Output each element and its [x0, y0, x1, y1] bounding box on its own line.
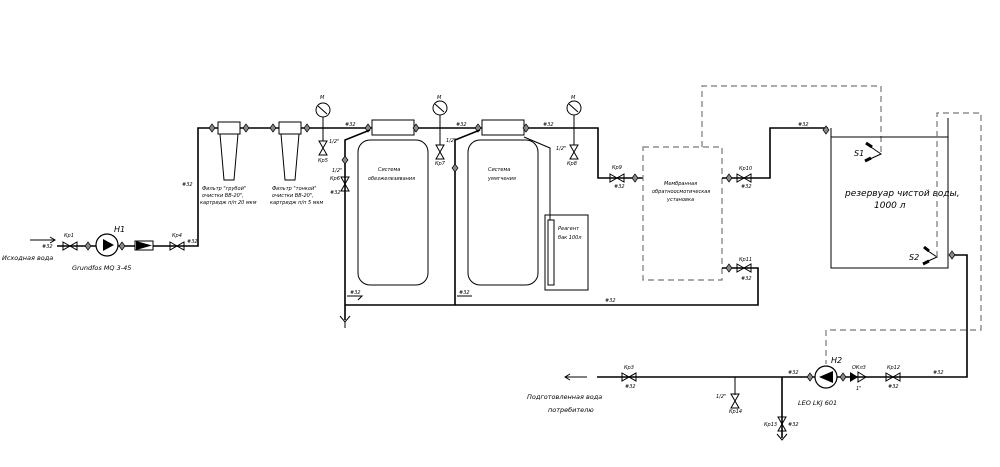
svg-text:М: М [437, 95, 442, 101]
gauge-1: М 1/2" Кр5 [315, 95, 339, 164]
filter-coarse [208, 121, 250, 181]
svg-text:резервуар чистой воды,: резервуар чистой воды, [844, 189, 960, 199]
valve-kr14[interactable] [730, 393, 740, 409]
inlet: #32 Исходная вода [2, 236, 56, 262]
drain-icon [339, 315, 351, 328]
svg-text:Фильтр "тонкой": Фильтр "тонкой" [272, 186, 317, 192]
svg-text:Кр7: Кр7 [435, 161, 446, 167]
inlet-label: Исходная вода [2, 254, 53, 262]
check-valve-h1 [134, 240, 154, 251]
svg-text:#32: #32 [741, 276, 752, 282]
svg-text:Кр9: Кр9 [612, 165, 622, 171]
svg-text:Кр1: Кр1 [64, 233, 74, 239]
svg-text:картридж п/п 20 мкм: картридж п/п 20 мкм [200, 200, 257, 206]
svg-text:1000 л: 1000 л [874, 201, 906, 211]
svg-text:#32: #32 [605, 298, 616, 304]
svg-text:#32: #32 [888, 384, 899, 390]
svg-text:#32: #32 [459, 290, 470, 296]
svg-text:Кр6: Кр6 [330, 176, 340, 182]
svg-text:ОКл3: ОКл3 [852, 365, 866, 371]
svg-text:Фильтр "грубой": Фильтр "грубой" [202, 186, 246, 192]
svg-text:#32: #32 [42, 244, 53, 250]
svg-text:обратноосмотическая: обратноосмотическая [652, 189, 710, 195]
svg-text:#32: #32 [543, 122, 554, 128]
svg-text:Н2: Н2 [831, 356, 842, 365]
softening-valve-head [481, 119, 525, 136]
svg-text:S1: S1 [854, 149, 864, 158]
gauge-2: М 1/2" Кр7 [432, 95, 456, 167]
svg-text:#32: #32 [614, 184, 625, 190]
svg-text:Кр5: Кр5 [318, 158, 328, 164]
svg-text:Кр12: Кр12 [887, 365, 900, 371]
svg-text:Кр11: Кр11 [739, 257, 752, 263]
signal-line-s1 [701, 85, 882, 155]
svg-text:#32: #32 [345, 122, 356, 128]
svg-text:М: М [320, 95, 325, 101]
drain-icon [776, 433, 788, 441]
svg-text:1/2": 1/2" [329, 139, 339, 145]
svg-text:1": 1" [856, 386, 861, 392]
signal-line-s2 [825, 112, 982, 364]
reagent-tank [544, 214, 589, 291]
svg-text:#32: #32 [456, 122, 467, 128]
svg-text:умягчения: умягчения [487, 176, 516, 182]
svg-text:Мембранная: Мембранная [664, 181, 697, 187]
svg-text:Кр3: Кр3 [624, 365, 634, 371]
svg-text:потребителю: потребителю [548, 406, 594, 414]
svg-text:обезжелезивания: обезжелезивания [368, 176, 415, 182]
svg-text:Система: Система [488, 167, 510, 173]
svg-text:Кр13: Кр13 [764, 422, 777, 428]
svg-text:установка: установка [666, 197, 694, 203]
svg-text:#32: #32 [625, 384, 636, 390]
svg-text:1/2": 1/2" [716, 394, 726, 400]
svg-text:1/2": 1/2" [556, 146, 566, 152]
svg-text:LEO LKJ 601: LEO LKJ 601 [798, 399, 837, 407]
svg-text:Кр14: Кр14 [729, 409, 742, 415]
svg-text:Кр10: Кр10 [739, 166, 752, 172]
svg-text:очистки ВВ-20",: очистки ВВ-20", [202, 193, 244, 199]
svg-text:Grundfos MQ 3-45: Grundfos MQ 3-45 [72, 264, 131, 272]
svg-text:#32: #32 [788, 370, 799, 376]
filter-fine [269, 121, 311, 181]
clean-water-tank [830, 118, 949, 269]
membrane-unit [642, 146, 723, 281]
pump-h2[interactable] [814, 365, 838, 389]
svg-text:М: М [571, 95, 576, 101]
outlet-label: Подготовленная вода [527, 393, 602, 401]
svg-text:#32: #32 [182, 182, 193, 188]
svg-text:Кр4: Кр4 [172, 233, 182, 239]
svg-text:S2: S2 [909, 253, 919, 262]
svg-text:#32: #32 [187, 239, 198, 245]
svg-text:Реагент: Реагент [558, 226, 580, 232]
svg-text:Н1: Н1 [114, 225, 125, 234]
gauge-3: М 1/2" Кр8 [556, 95, 582, 167]
deferrization-valve-head [371, 119, 415, 136]
svg-text:#32: #32 [788, 422, 799, 428]
level-sensor-s2 [922, 245, 939, 266]
svg-text:картридж п/п 5 мкм: картридж п/п 5 мкм [270, 200, 324, 206]
softening-tank [467, 139, 539, 286]
check-valve-ok3 [850, 371, 867, 383]
svg-text:Система: Система [378, 167, 400, 173]
svg-text:1/2": 1/2" [446, 138, 456, 144]
level-sensor-s1 [864, 141, 883, 163]
svg-text:#32: #32 [798, 122, 809, 128]
svg-text:#32: #32 [933, 370, 944, 376]
outlet-arrow [564, 373, 587, 381]
deferrization-tank [357, 139, 429, 286]
svg-text:очистки ВВ-20",: очистки ВВ-20", [272, 193, 314, 199]
svg-text:1/2": 1/2" [332, 168, 342, 174]
pump-h1[interactable] [95, 233, 119, 257]
svg-text:#32: #32 [330, 190, 341, 196]
svg-text:#32: #32 [741, 184, 752, 190]
svg-text:Кр8: Кр8 [567, 161, 577, 167]
svg-text:#32: #32 [350, 290, 361, 296]
svg-text:бак 100л: бак 100л [558, 235, 582, 241]
